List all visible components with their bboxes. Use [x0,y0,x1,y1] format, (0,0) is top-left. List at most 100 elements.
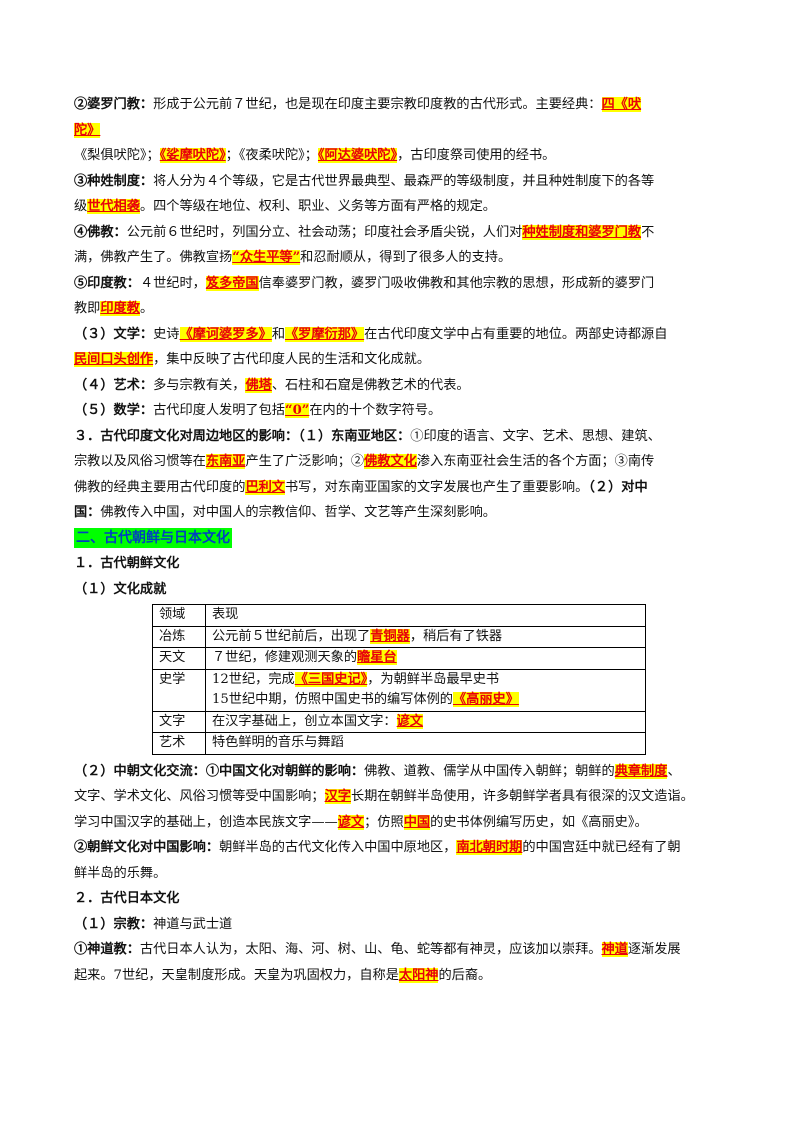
table-cell: 12世纪，完成《三国史记》，为朝鲜半岛最早史书 15世纪中期，仿照中国史书的编写… [205,668,646,712]
highlight-eonmun: 谚文 [396,713,423,729]
text: 书写，对东南亚国家的文字发展也产生了重要影响。 [285,479,589,495]
literature-label: （３）文学： [74,326,154,342]
text: 鲜半岛的乐舞。 [74,865,167,881]
paragraph-line: 鲜半岛的乐舞。 [74,861,734,887]
table-header-row: 领域 表现 [152,604,646,627]
text: 学习中国汉字的基础上，创造本民族文字—— [74,814,338,830]
paragraph-line: 国：佛教传入中国，对中国人的宗教信仰、哲学、文艺等产生深刻影响。 [74,500,734,526]
table-cell: 史学 [152,668,206,712]
math-label: （５）数学： [74,403,154,418]
text: 史诗 [153,326,180,342]
highlight-zero: “0” [285,403,310,418]
highlight-samguk-sagi: 《三国史记》 [294,671,368,687]
text: 公元前５世纪前后，出现了 [212,628,371,644]
text: 神道与武士道 [153,916,233,932]
text: 和忍耐顺从，得到了很多人的支持。 [300,250,512,265]
influence-heading: ３．古代印度文化对周边地区的影响：（１）东南亚地区： [74,428,411,444]
table-cell: 天文 [152,647,206,670]
table-row: 史学 12世纪，完成《三国史记》，为朝鲜半岛最早史书 15世纪中期，仿照中国史书… [152,668,646,712]
table-header-cell: 表现 [205,604,646,627]
text: 长期在朝鲜半岛使用，许多朝鲜学者具有很深的汉文造诣。 [350,789,694,804]
paragraph-line: 佛教的经典主要用古代印度的巴利文书写，对东南亚国家的文字发展也产生了重要影响。（… [74,475,734,501]
highlight-china: 中国 [403,814,431,830]
cell-line: 15世纪中期，仿照中国史书的编写体例的《高丽史》 [212,690,639,711]
table-cell: 文字 [152,710,206,733]
paragraph-literature: （３）文学：史诗《摩诃婆罗多》和《罗摩衍那》在古代印度文学中占有重要的地位。两部… [74,322,734,348]
cell-line: 12世纪，完成《三国史记》，为朝鲜半岛最早史书 [212,670,639,691]
heading-korea-culture: １．古代朝鲜文化 [74,551,734,577]
text: 佛教、道教、儒学从中国传入朝鲜；朝鲜的 [364,763,615,779]
table-row: 天文 ７世纪，修建观测天象的瞻星台 [152,647,646,670]
hinduism-label: ⑤印度教： [74,275,140,291]
table-row: 冶炼 公元前５世纪前后，出现了青铜器，稍后有了铁器 [152,625,646,648]
text: 和 [271,326,285,342]
highlight-goryeosa: 《高丽史》 [452,692,519,707]
text: ４世纪时， [139,275,206,291]
paragraph-line: 起来。7世纪，天皇制度形成。天皇为巩固权力，自称是太阳神的后裔。 [74,963,734,989]
heading-japan-culture: ２．古代日本文化 [74,886,734,912]
highlight-gupta: 笈多帝国 [205,275,259,291]
exchange-label: （２）中朝文化交流：①中国文化对朝鲜的影响： [74,763,365,779]
text: 多与宗教有关， [153,377,246,393]
text: 、石柱和石窟是佛教艺术的代表。 [271,377,470,393]
religion-label: （１）宗教： [74,916,154,932]
text: 的后裔。 [438,967,492,983]
achievements-table: 领域 表现 冶炼 公元前５世纪前后，出现了青铜器，稍后有了铁器 天文 ７世纪，修… [152,604,646,755]
paragraph-hinduism: ⑤印度教：４世纪时，笈多帝国信奉婆罗门教，婆罗门吸收佛教和其他宗教的思想，形成新… [74,271,734,297]
paragraph-exchange: （２）中朝文化交流：①中国文化对朝鲜的影响：佛教、道教、儒学从中国传入朝鲜；朝鲜… [74,759,734,785]
text: １．古代朝鲜文化 [74,556,180,571]
highlight-equality: “众生平等” [232,250,301,265]
text: 佛教的经典主要用古代印度的 [74,479,246,495]
text: 产生了广泛影响；② [245,454,365,469]
highlight-oral-creation: 民间口头创作 [74,352,154,367]
highlight-atharvaveda: 《阿达婆吠陀》 [317,148,398,163]
text: ①印度的语言、文字、艺术、思想、建筑、 [410,428,661,444]
text: ２．古代日本文化 [74,891,180,906]
section-title: 二、古代朝鲜与日本文化 [74,527,232,548]
paragraph-religion: （１）宗教：神道与武士道 [74,912,734,938]
highlight-four-vedas: 四《吠 [601,97,642,112]
text: 的中国宫廷中就已经有了朝 [522,840,681,855]
paragraph-line: 学习中国汉字的基础上，创造本民族文字——谚文；仿照中国的史书体例编写历史，如《高… [74,810,734,836]
paragraph-buddhism: ④佛教：公元前６世纪时，列国分立、社会动荡；印度社会矛盾尖锐，人们对种姓制度和婆… [74,220,734,246]
text: 。四个等级在地位、权利、职业、义务等方面有严格的规定。 [139,199,496,214]
text: 文字、学术文化、风俗习惯等受中国影响； [74,789,325,804]
highlight-samaveda: 《娑摩吠陀》 [159,148,226,163]
highlight-eonmun-2: 谚文 [337,814,365,830]
text: 教即 [74,301,101,316]
text: ；《夜柔吠陀》； [225,148,318,163]
highlight-ramayana: 《罗摩衍那》 [285,326,365,342]
text: 、 [667,763,681,779]
text: ，集中反映了古代印度人民的生活和文化成就。 [153,352,431,367]
table-cell: 在汉字基础上，创立本国文字：谚文 [205,710,646,733]
text: 起来。7世纪，天皇制度形成。天皇为巩固权力，自称是 [74,967,399,983]
text: 形成于公元前７世纪，也是现在印度主要宗教印度教的古代形式。主要经典： [153,97,602,112]
paragraph-line: 教即印度教。 [74,296,734,322]
text: 国： [74,505,101,520]
korea-influence-label: ②朝鲜文化对中国影响： [74,840,220,855]
text: 级 [74,199,88,214]
highlight-institutions: 典章制度 [614,763,668,779]
text: 古代日本人认为，太阳、海、河、树、山、龟、蛇等都有神灵，应该加以崇拜。 [139,942,602,957]
text: 逐渐发展 [627,942,681,957]
highlight-bronze: 青铜器 [370,628,410,644]
art-label: （４）艺术： [74,377,154,393]
highlight-north-south-dynasties: 南北朝时期 [456,840,523,855]
paragraph-line: 文字、学术文化、风俗习惯等受中国影响；汉字长期在朝鲜半岛使用，许多朝鲜学者具有很… [74,784,734,810]
text: （１）文化成就 [74,581,167,597]
table-cell: ７世纪，修建观测天象的瞻星台 [205,647,646,670]
text: ，稍后有了铁器 [409,628,503,644]
table-cell: 特色鲜明的音乐与舞蹈 [205,732,646,755]
text: 朝鲜半岛的古代文化传入中国中原地区， [219,840,457,855]
text: 信奉婆罗门教，婆罗门吸收佛教和其他宗教的思想，形成新的婆罗门 [258,275,655,291]
highlight-hinduism: 印度教 [100,301,140,316]
brahmanism-label: ②婆罗门教： [74,97,154,112]
text: 公元前６世纪时，列国分立、社会动荡；印度社会矛盾尖锐，人们对 [126,224,523,240]
text: 。 [139,301,154,316]
text: 在内的十个数字符号。 [309,403,442,418]
paragraph-line: 《梨俱吠陀》；《娑摩吠陀》；《夜柔吠陀》；《阿达婆吠陀》，古印度祭司使用的经书。 [74,143,734,169]
text: 渗入东南亚社会生活的各个方面；③南传 [416,454,655,469]
text: 不 [641,224,655,240]
paragraph-math: （５）数学：古代印度人发明了包括“0”在内的十个数字符号。 [74,398,734,424]
text: 15世纪中期，仿照中国史书的编写体例的 [212,692,453,707]
